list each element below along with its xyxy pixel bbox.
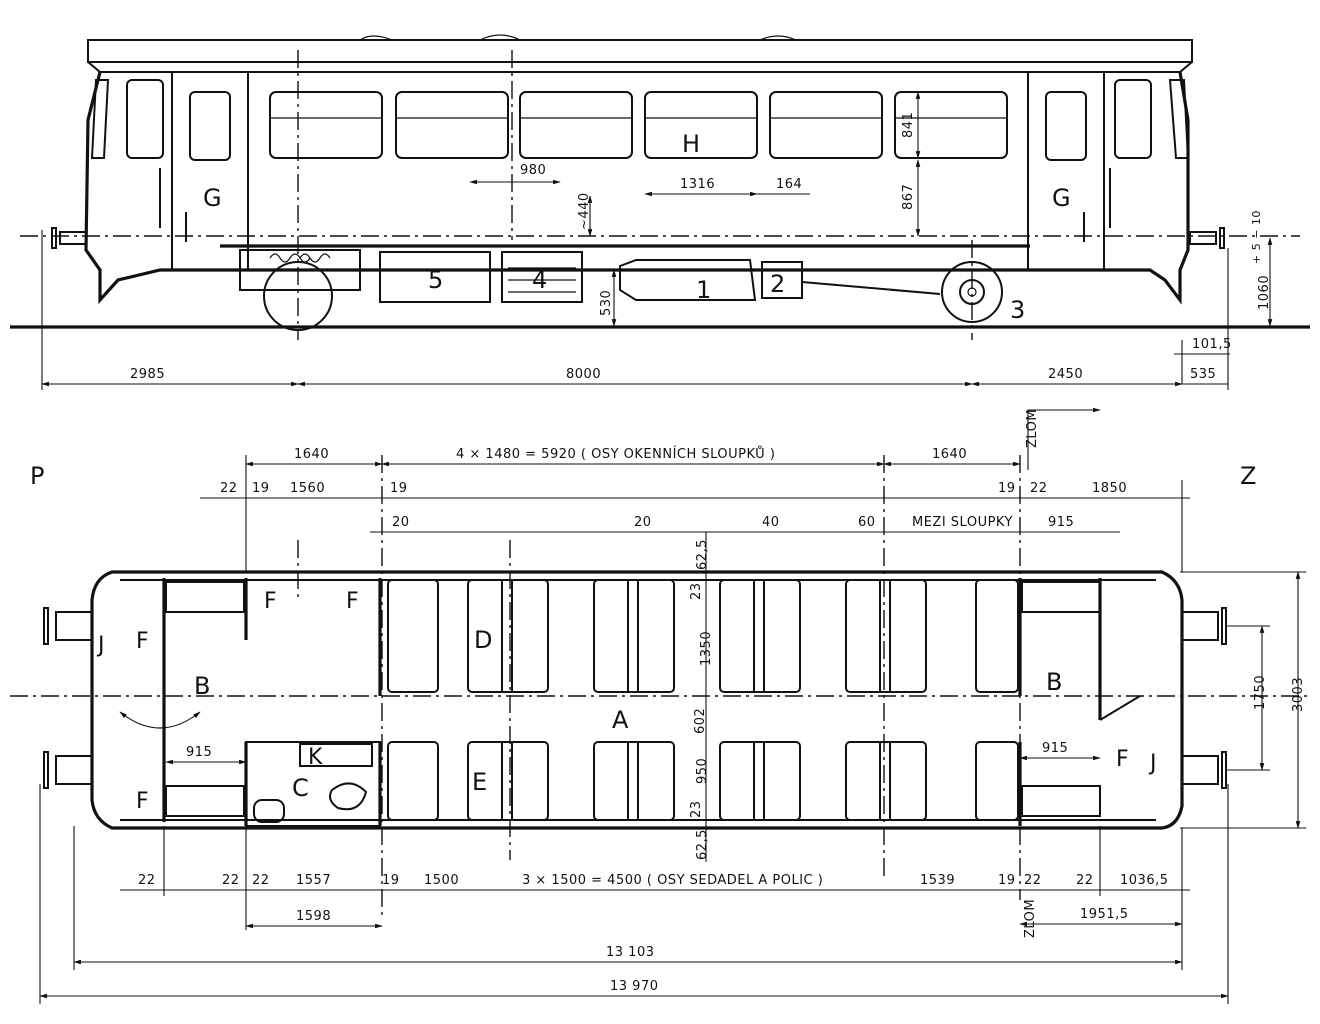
bottom-dim-1557: 1557 [296,873,331,888]
label-g-right: G [1052,184,1071,212]
dim-101-5: 101,5 [1192,337,1232,352]
top-dim-60: 60 [858,515,876,530]
top-dim-915: 915 [1048,515,1074,530]
inner-dim-915-right: 915 [1042,741,1068,756]
bottom-dim-22-b: 22 [222,873,240,888]
top-dim-1640-left: 1640 [294,447,329,462]
inner-dim-23-bot: 23 [689,800,704,818]
inner-dim-1350: 1350 [699,631,714,666]
dim-980: 980 [520,163,546,178]
top-dim-1560: 1560 [290,481,325,496]
top-dim-1850: 1850 [1092,481,1127,496]
zone-f-3: F [136,629,149,654]
dim-1060-tolerance: + 5 − 10 [1250,210,1263,264]
top-dim-pillars: 4 × 1480 = 5920 ( OSY OKENNÍCH SLOUPKŮ ) [456,446,775,462]
zone-b-left: B [194,672,210,700]
end-label-left: P [30,462,44,490]
dim-1316: 1316 [680,177,715,192]
top-dim-20-a: 20 [392,515,410,530]
bottom-dim-1539: 1539 [920,873,955,888]
zlom-top: ZLOM [1025,409,1040,448]
label-3: 3 [1010,296,1025,324]
top-dim-mezi: MEZI SLOUPKY [912,515,1013,530]
bottom-dim-19-b: 19 [998,873,1016,888]
label-h: H [682,130,700,158]
bottom-dim-13103: 13 103 [606,945,655,960]
dim-867: 867 [901,184,916,210]
label-5: 5 [428,266,443,294]
zone-d: D [474,626,492,654]
label-g-left: G [203,184,222,212]
inner-dim-950: 950 [695,758,710,784]
dim-2985: 2985 [130,367,165,382]
dim-164: 164 [776,177,802,192]
top-dim-1640-right: 1640 [932,447,967,462]
inner-dim-62-5-top: 62,5 [695,539,710,570]
dim-1060: 1060 [1257,275,1272,310]
bottom-dim-22-d: 22 [1024,873,1042,888]
inner-dim-915-left: 915 [186,745,212,760]
dim-530: 530 [599,290,614,316]
inner-dim-23-top: 23 [689,582,704,600]
zone-j-right: J [1148,751,1157,776]
side-elevation: G G H 5 4 1 2 3 980 ~440 841 867 1316 16… [10,34,1310,390]
inner-dim-3003: 3003 [1291,677,1306,712]
label-2: 2 [770,270,785,298]
bottom-dim-22-c: 22 [252,873,270,888]
bottom-dim-1500: 1500 [424,873,459,888]
zone-f-5: F [1116,747,1129,772]
zone-e: E [472,768,487,796]
zone-j-left: J [96,633,105,658]
dim-535: 535 [1190,367,1216,382]
label-4: 4 [532,266,547,294]
bottom-dim-seats: 3 × 1500 = 4500 ( OSY SEDADEL A POLIC ) [522,873,823,888]
end-label-right: Z [1240,462,1256,490]
bottom-dim-13970: 13 970 [610,979,659,994]
dim-2450: 2450 [1048,367,1083,382]
zone-f-1: F [264,589,277,614]
top-dim-19-a: 19 [252,481,270,496]
bottom-dim-19-a: 19 [382,873,400,888]
bottom-dim-1036-5: 1036,5 [1120,873,1169,888]
inner-dim-62-5-bot: 62,5 [695,829,710,860]
inner-dim-1750: 1750 [1253,675,1268,710]
zone-f-2: F [346,589,359,614]
zlom-bottom: ZLOM [1023,899,1038,938]
zone-k: K [308,745,323,770]
side-windows [269,91,1008,159]
dim-8000: 8000 [566,367,601,382]
dim-440: ~440 [577,192,592,230]
dim-841: 841 [901,112,916,138]
top-dim-20-b: 20 [634,515,652,530]
top-dim-40: 40 [762,515,780,530]
zone-a: A [612,706,629,734]
bottom-dim-22-a: 22 [138,873,156,888]
plan-view: P Z ZLOM ZLOM [10,407,1310,1004]
zone-f-4: F [136,789,149,814]
top-dim-19-b: 19 [390,481,408,496]
zone-c: C [292,774,309,802]
bottom-dim-22-e: 22 [1076,873,1094,888]
bogie [239,249,361,331]
bottom-dim-1598: 1598 [296,909,331,924]
top-dim-22-a: 22 [220,481,238,496]
zone-b-right: B [1046,668,1062,696]
top-dim-19-c: 19 [998,481,1016,496]
inner-dim-602: 602 [693,708,708,734]
top-dim-22-b: 22 [1030,481,1048,496]
bottom-dim-1951-5: 1951,5 [1080,907,1129,922]
label-1: 1 [696,276,711,304]
